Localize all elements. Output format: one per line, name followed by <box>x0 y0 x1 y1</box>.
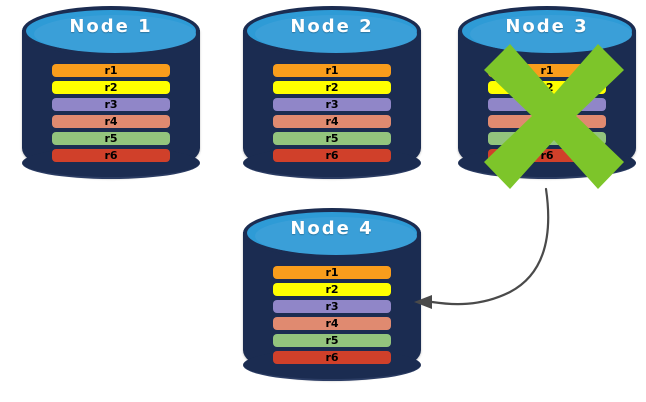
node-3-records: r1 r2 r3 r4 r5 r6 <box>488 64 606 162</box>
record-r4: r4 <box>273 115 391 128</box>
record-r5: r5 <box>488 132 606 145</box>
record-r6: r6 <box>52 149 170 162</box>
node-2-records: r1 r2 r3 r4 r5 r6 <box>273 64 391 162</box>
record-r3: r3 <box>273 300 391 313</box>
record-r2: r2 <box>52 81 170 94</box>
cylinder-top <box>22 6 200 56</box>
node-3-label: Node 3 <box>505 16 589 37</box>
record-r4: r4 <box>273 317 391 330</box>
record-r1: r1 <box>52 64 170 77</box>
node-4-label: Node 4 <box>290 218 374 239</box>
cylinder-top-gloss <box>34 15 196 53</box>
record-r5: r5 <box>273 132 391 145</box>
record-r5: r5 <box>273 334 391 347</box>
record-r3: r3 <box>52 98 170 111</box>
cylinder-top-gloss <box>255 217 417 255</box>
node-2-label: Node 2 <box>290 16 374 37</box>
record-r6: r6 <box>273 149 391 162</box>
node-1-label: Node 1 <box>69 16 153 37</box>
record-r6: r6 <box>488 149 606 162</box>
cylinder-top <box>243 6 421 56</box>
cylinder-top <box>243 208 421 258</box>
node-4[interactable]: Node 4 r1 r2 r3 r4 r5 r6 <box>243 208 421 386</box>
node-3[interactable]: Node 3 r1 r2 r3 r4 r5 r6 <box>458 6 636 189</box>
record-r4: r4 <box>488 115 606 128</box>
node-1-records: r1 r2 r3 r4 r5 r6 <box>52 64 170 162</box>
record-r4: r4 <box>52 115 170 128</box>
record-r6: r6 <box>273 351 391 364</box>
record-r3: r3 <box>273 98 391 111</box>
record-r3: r3 <box>488 98 606 111</box>
record-r1: r1 <box>273 266 391 279</box>
cylinder-top-gloss <box>255 15 417 53</box>
record-r1: r1 <box>273 64 391 77</box>
record-r2: r2 <box>273 81 391 94</box>
node-4-records: r1 r2 r3 r4 r5 r6 <box>273 266 391 364</box>
record-r5: r5 <box>52 132 170 145</box>
record-r2: r2 <box>273 283 391 296</box>
node-2[interactable]: Node 2 r1 r2 r3 r4 r5 r6 <box>243 6 421 184</box>
record-r1: r1 <box>488 64 606 77</box>
record-r2: r2 <box>488 81 606 94</box>
node-1[interactable]: Node 1 r1 r2 r3 r4 r5 r6 <box>22 6 200 184</box>
